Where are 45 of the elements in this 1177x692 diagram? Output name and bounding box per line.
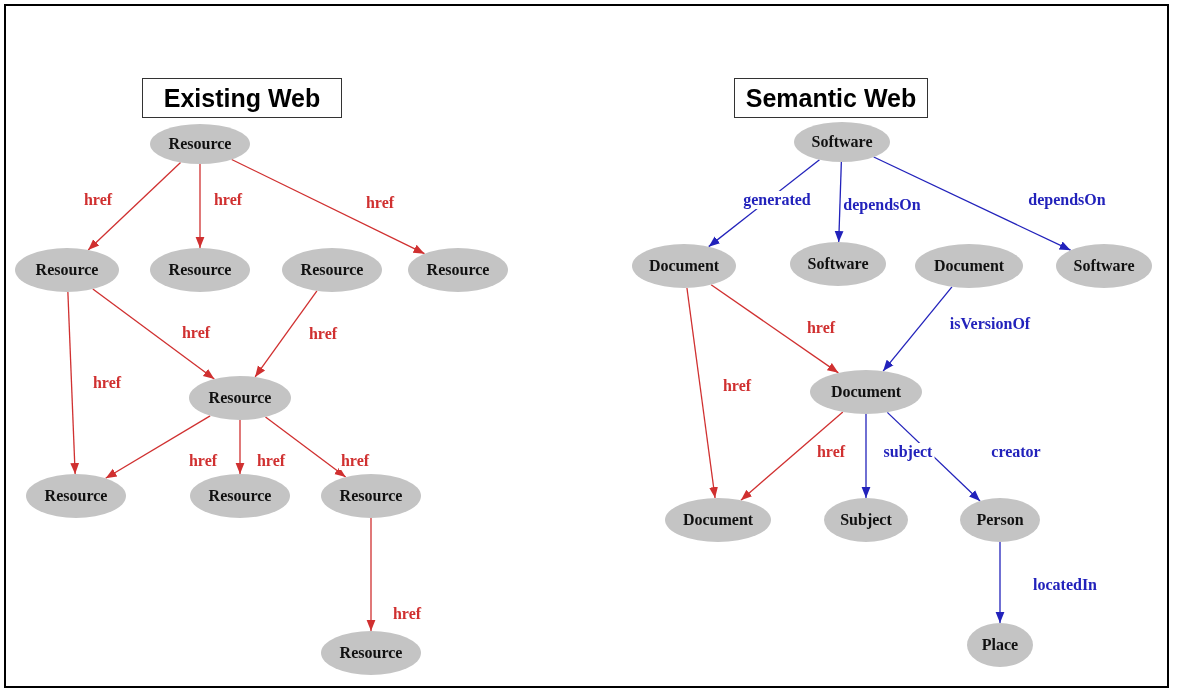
resource-ellipse: Document xyxy=(632,244,736,288)
resource-ellipse: Software xyxy=(790,242,886,286)
title-box: Existing Web xyxy=(142,78,342,118)
arrow xyxy=(740,411,844,501)
arrow xyxy=(195,163,205,249)
arrow xyxy=(105,415,211,479)
resource-ellipse: Person xyxy=(960,498,1040,542)
arrow xyxy=(861,413,871,499)
resource-ellipse: Resource xyxy=(408,248,508,292)
arrow xyxy=(710,284,839,374)
arrow xyxy=(834,161,844,243)
resource-ellipse: Resource xyxy=(190,474,290,518)
resource-ellipse: Resource xyxy=(321,631,421,675)
resource-ellipse: Document xyxy=(810,370,922,414)
resource-ellipse: Resource xyxy=(189,376,291,420)
resource-ellipse: Software xyxy=(1056,244,1152,288)
resource-ellipse: Subject xyxy=(824,498,908,542)
arrow xyxy=(87,161,182,251)
arrow xyxy=(882,286,953,372)
resource-ellipse: Resource xyxy=(150,248,250,292)
arrow xyxy=(92,288,215,380)
resource-ellipse: Resource xyxy=(26,474,126,518)
resource-ellipse: Resource xyxy=(150,124,250,164)
arrow xyxy=(235,419,245,475)
arrow xyxy=(254,290,318,378)
edge-label: subject xyxy=(881,443,935,461)
resource-ellipse: Resource xyxy=(282,248,382,292)
resource-ellipse: Document xyxy=(915,244,1023,288)
arrow xyxy=(264,416,347,478)
title-box: Semantic Web xyxy=(734,78,928,118)
resource-ellipse: Resource xyxy=(15,248,119,292)
edge-label: generated xyxy=(741,191,813,209)
resource-ellipse: Software xyxy=(794,122,890,162)
arrow xyxy=(873,156,1072,251)
edge-label: dependsOn xyxy=(841,196,923,214)
resource-ellipse: Resource xyxy=(321,474,421,518)
arrow xyxy=(231,158,426,255)
edge-label: href xyxy=(338,452,372,470)
arrow xyxy=(686,287,718,499)
arrow xyxy=(366,517,376,632)
arrow xyxy=(67,291,80,475)
resource-ellipse: Document xyxy=(665,498,771,542)
edge-label: dependsOn xyxy=(1026,191,1108,209)
resource-ellipse: Place xyxy=(967,623,1033,667)
arrow xyxy=(995,541,1005,624)
